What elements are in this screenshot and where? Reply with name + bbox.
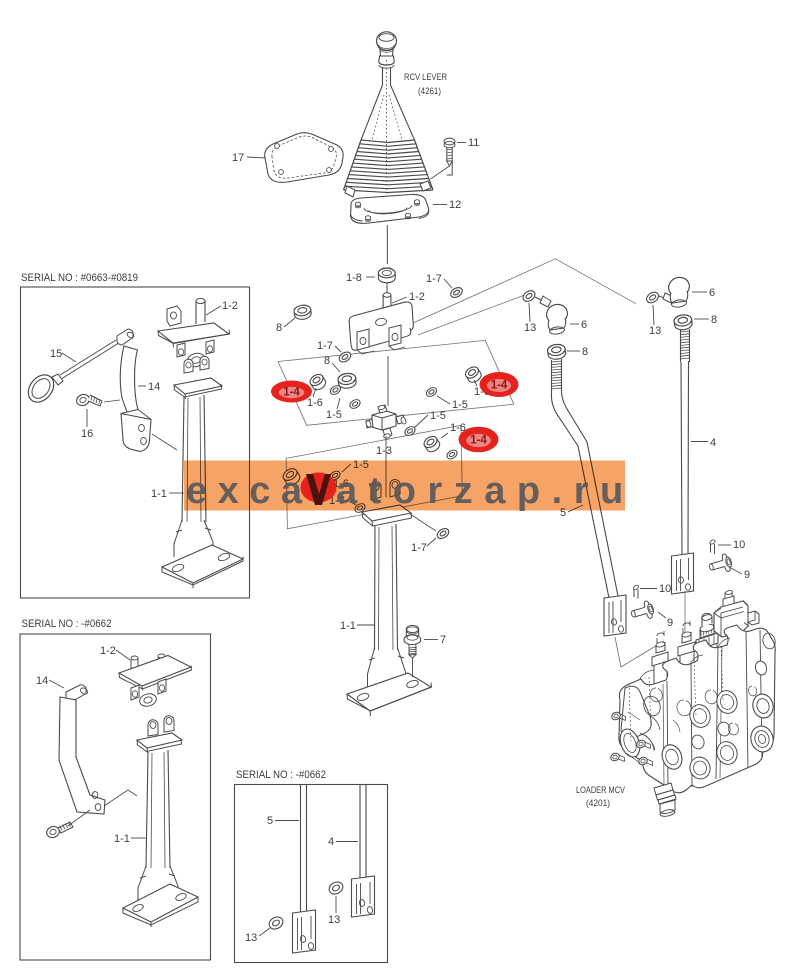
svg-text:1-4: 1-4 — [470, 435, 487, 447]
svg-text:exca: exca — [186, 470, 313, 512]
svg-text:13: 13 — [649, 325, 661, 337]
svg-text:1-5: 1-5 — [452, 399, 468, 411]
svg-text:SERIAL NO : -#0662: SERIAL NO : -#0662 — [236, 769, 326, 781]
svg-text:1-1: 1-1 — [340, 620, 356, 632]
svg-text:1-5: 1-5 — [430, 410, 446, 422]
svg-text:6: 6 — [581, 319, 587, 331]
svg-text:9: 9 — [667, 617, 673, 629]
svg-text:1-8: 1-8 — [346, 272, 362, 284]
svg-text:15: 15 — [50, 348, 62, 360]
svg-text:1-4: 1-4 — [491, 380, 508, 392]
svg-text:1-3: 1-3 — [376, 445, 392, 457]
svg-text:10: 10 — [733, 539, 745, 551]
svg-text:13: 13 — [245, 932, 257, 944]
svg-text:1-4: 1-4 — [283, 387, 300, 399]
svg-text:1-6: 1-6 — [450, 422, 466, 434]
svg-text:9: 9 — [744, 569, 750, 581]
svg-text:8: 8 — [276, 322, 282, 334]
svg-text:13: 13 — [524, 322, 536, 334]
svg-text:4: 4 — [328, 836, 334, 848]
svg-text:1-2: 1-2 — [222, 300, 238, 312]
svg-text:6: 6 — [709, 287, 715, 299]
svg-text:14: 14 — [148, 381, 160, 393]
svg-text:13: 13 — [328, 914, 340, 926]
svg-text:(4201): (4201) — [586, 798, 610, 809]
svg-text:(4261): (4261) — [418, 86, 441, 97]
svg-text:14: 14 — [36, 675, 48, 687]
svg-text:1-2: 1-2 — [100, 645, 116, 657]
svg-text:8: 8 — [324, 355, 330, 367]
svg-text:1-5: 1-5 — [326, 409, 342, 421]
svg-text:16: 16 — [81, 428, 93, 440]
svg-text:8: 8 — [711, 314, 717, 326]
svg-text:1-7: 1-7 — [426, 273, 442, 285]
svg-text:1-1: 1-1 — [151, 488, 167, 500]
svg-text:1-7: 1-7 — [411, 542, 427, 554]
svg-text:1-7: 1-7 — [317, 340, 333, 352]
svg-text:7: 7 — [440, 634, 446, 646]
svg-text:1-1: 1-1 — [114, 833, 130, 845]
svg-text:12: 12 — [449, 199, 461, 211]
svg-text:1-6: 1-6 — [307, 397, 323, 409]
svg-text:17: 17 — [232, 152, 244, 164]
svg-text:5: 5 — [267, 815, 273, 827]
svg-text:8: 8 — [582, 346, 588, 358]
svg-text:RCV LEVER: RCV LEVER — [404, 72, 447, 83]
svg-text:4: 4 — [710, 437, 716, 449]
svg-text:SERIAL NO : #0663-#0819: SERIAL NO : #0663-#0819 — [21, 272, 138, 284]
svg-text:10: 10 — [659, 583, 671, 595]
svg-text:5: 5 — [560, 507, 566, 519]
svg-text:1-2: 1-2 — [409, 291, 425, 303]
svg-text:LOADER MCV: LOADER MCV — [576, 785, 626, 796]
svg-text:atorzap.ru: atorzap.ru — [336, 470, 635, 512]
svg-text:11: 11 — [468, 137, 479, 149]
svg-text:SERIAL NO : -#0662: SERIAL NO : -#0662 — [22, 618, 112, 630]
